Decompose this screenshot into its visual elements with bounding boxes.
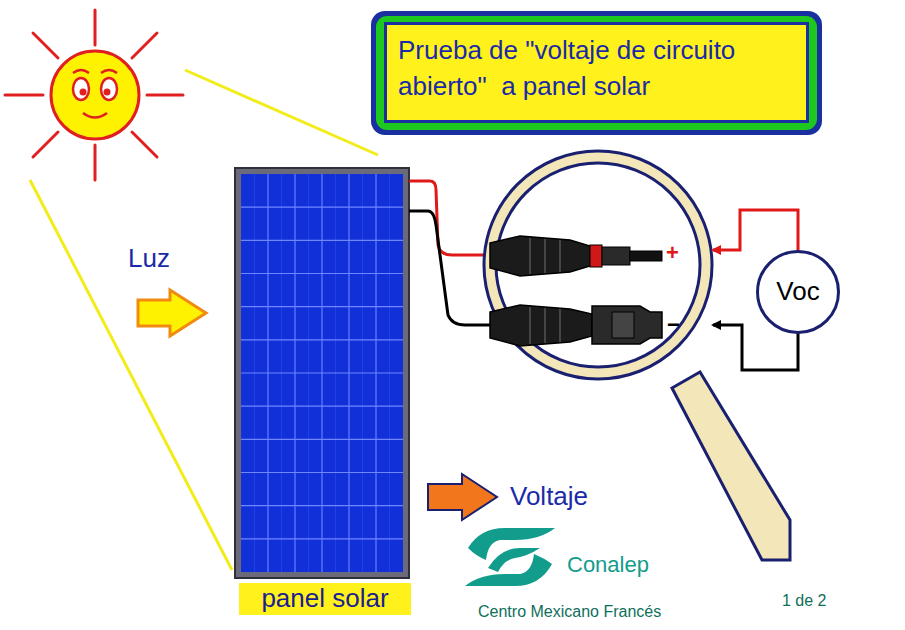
- negative-connector-part: [612, 312, 634, 338]
- brand-name: Conalep: [567, 552, 649, 577]
- sun-eyes-part: [73, 78, 89, 100]
- meter-label: Voc: [776, 277, 819, 307]
- negative-connector-part: [530, 307, 560, 344]
- sun-eyes-part: [101, 78, 117, 100]
- title-frame-inner: [384, 22, 809, 123]
- conalep-logo-part: [488, 548, 540, 572]
- panel-grid-part: [241, 207, 403, 208]
- panel-grid-part: [241, 273, 403, 274]
- sun-pupils-part: [104, 89, 111, 96]
- panel-grid-part: [241, 372, 403, 373]
- sun-rays: [5, 10, 183, 180]
- positive-wire: [409, 181, 492, 255]
- sun-pupils: [80, 89, 111, 96]
- positive-connector-part-part: [544, 239, 546, 273]
- voc-meter: Voc: [756, 250, 840, 334]
- sun-rays-part: [132, 33, 157, 58]
- panel-grid-part: [241, 339, 403, 340]
- panel-grid-part: [241, 240, 403, 241]
- title-text: Prueba de "voltaje de circuito abierto" …: [392, 32, 802, 105]
- voltage-arrow: [428, 474, 497, 520]
- sun-eyes: [73, 78, 117, 100]
- positive-connector-part: [490, 236, 590, 276]
- negative-connector-part: [592, 306, 662, 344]
- panel-grid-part: [241, 306, 403, 307]
- sun-mouth: [83, 113, 107, 118]
- plus-sign: +: [666, 240, 679, 265]
- panel-grid-part: [241, 505, 403, 506]
- positive-connector-part: [590, 245, 602, 267]
- sun: [5, 10, 183, 180]
- panel-frame: [235, 168, 409, 578]
- institution-name: Centro Mexicano Francés: [478, 603, 661, 621]
- title-background: [387, 25, 806, 120]
- sun-rays-part: [94, 10, 97, 45]
- positive-connector-part-part: [529, 238, 531, 274]
- sun-brows: [73, 70, 117, 73]
- panel-grid-part: [241, 406, 403, 407]
- sun-face: [51, 51, 139, 139]
- panel-grid: [241, 174, 403, 572]
- title-frame-outer: [371, 11, 822, 135]
- light-arrow: [138, 290, 206, 336]
- sun-rays-part: [33, 33, 58, 58]
- magnifier-handle: [672, 372, 790, 560]
- sun-rays-part: [132, 132, 157, 157]
- sun-rays-part: [147, 94, 183, 97]
- positive-connector: [490, 236, 662, 276]
- negative-connector-part-part: [529, 307, 531, 344]
- panel-grid-part: [241, 439, 403, 440]
- sun-rays-part: [94, 145, 97, 180]
- sun-rays-part: [33, 132, 58, 157]
- minus-sign: −: [667, 312, 680, 337]
- voltage-label: Voltaje: [510, 482, 588, 512]
- panel-grid-part: [241, 472, 403, 473]
- negative-connector-part-part: [559, 309, 561, 342]
- positive-connector-part: [602, 247, 630, 265]
- meter-positive-lead: [713, 210, 798, 252]
- negative-connector-part: [490, 305, 592, 346]
- negative-wire: [409, 211, 492, 325]
- solar-panel: panel solar: [235, 168, 409, 578]
- magnifier-ring-outer: [484, 151, 712, 379]
- positive-connector-part-part: [559, 240, 561, 272]
- negative-connector-part-part: [544, 308, 546, 343]
- panel-cells: [241, 174, 403, 572]
- positive-connector-part: [630, 251, 662, 261]
- positive-connector-part: [530, 238, 560, 274]
- light-beam-part: [30, 180, 232, 570]
- panel-grid-part: [241, 538, 403, 539]
- title-frame-green: [376, 16, 817, 130]
- conalep-logo: [465, 528, 555, 586]
- light-beam-part: [185, 70, 378, 155]
- negative-connector: [490, 305, 662, 346]
- sun-pupils-part: [80, 89, 87, 96]
- panel-label: panel solar: [239, 583, 411, 615]
- page-number: 1 de 2: [782, 592, 826, 610]
- magnifier-ring: [490, 157, 706, 373]
- light-label: Luz: [128, 244, 170, 274]
- sun-rays-part: [5, 94, 43, 97]
